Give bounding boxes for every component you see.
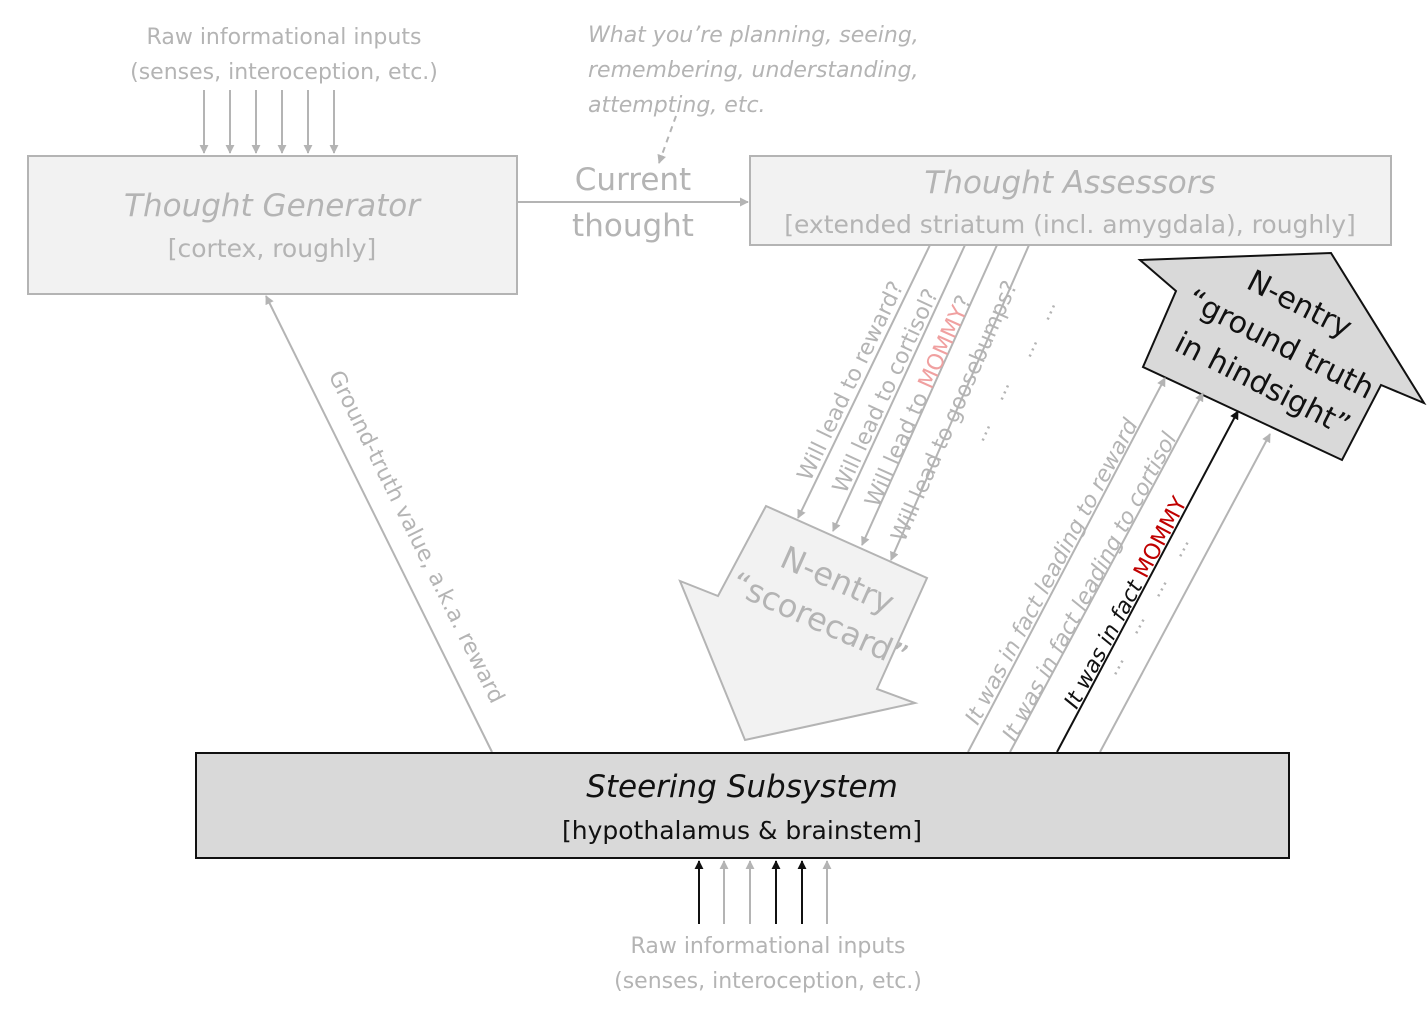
thought-assessors-box [749, 155, 1392, 246]
top-inputs-label-line2: (senses, interoception, etc.) [130, 60, 438, 85]
thought-generator-title: Thought Generator [124, 188, 422, 224]
bottom-inputs-label-line2: (senses, interoception, etc.) [614, 969, 922, 994]
reward-hindsight-arrow [967, 377, 1166, 753]
steering-subsystem-subtitle: [hypothalamus & brainstem] [562, 816, 922, 845]
steering-subsystem-title: Steering Subsystem [586, 769, 898, 805]
scorecard-block-arrow [678, 504, 929, 742]
bottom-inputs-label-line1: Raw informational inputs [631, 934, 906, 959]
assessor-ellipsis: … [1031, 296, 1061, 324]
top-inputs-label-line1: Raw informational inputs [147, 25, 422, 50]
mommy-prediction-arrow [861, 244, 998, 546]
context-note-line3: attempting, etc. [588, 93, 766, 118]
mommy-hindsight-arrow [1056, 410, 1239, 753]
other-hindsight-arrow [1099, 433, 1271, 753]
cortisol-prediction-arrow [832, 244, 966, 532]
assessor-output-arrows [797, 244, 1030, 561]
cortisol-hindsight-arrow [1009, 392, 1204, 753]
bottom-input-arrows [694, 860, 832, 924]
thought-assessors-title: Thought Assessors [924, 165, 1215, 201]
assessor-ellipsis: … [966, 417, 996, 445]
reward-arrow [265, 295, 493, 753]
top-input-arrows [199, 90, 339, 154]
thought-assessors-subtitle: [extended striatum (incl. amygdala), rou… [784, 210, 1356, 239]
context-note-line1: What you’re planning, seeing, [588, 23, 919, 48]
thought-generator-subtitle: [cortex, roughly] [168, 234, 377, 263]
reward-prediction-arrow [797, 244, 931, 519]
goosebumps-prediction-arrow [890, 244, 1030, 561]
reward-arrow-label: Ground-truth value, a.k.a. reward [323, 367, 509, 708]
ground-truth-block-arrow [1137, 251, 1427, 462]
steering-subsystem-box [195, 752, 1290, 859]
thought-generator-box [27, 155, 518, 295]
context-dashed-arrow [657, 115, 677, 164]
context-note-line2: remembering, understanding, [588, 58, 918, 83]
assessor-ellipsis: … [985, 376, 1015, 404]
current-thought-label-line2: thought [572, 208, 694, 244]
assessor-ellipsis: … [1013, 333, 1043, 361]
current-thought-label-line1: Current [575, 162, 691, 198]
